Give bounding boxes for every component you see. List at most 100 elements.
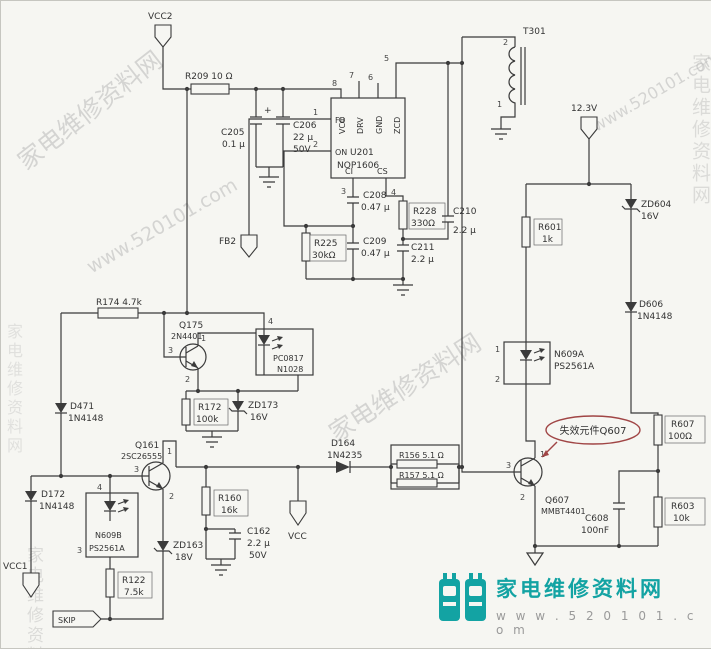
component-ref: ZD163 [173, 541, 203, 551]
component-ref: T301 [522, 27, 546, 37]
label-box [117, 571, 153, 599]
component-ref: Q175 [179, 321, 203, 331]
ic-pin-label: VCC [338, 117, 347, 134]
net-flag-vcc: VCC [288, 500, 307, 542]
net-label: SKIP [58, 616, 76, 625]
pin-number: 1 [495, 345, 500, 354]
component-value: 2.2 μ [411, 255, 434, 265]
pin-number: 4 [268, 317, 273, 326]
component-value: 50V [249, 551, 267, 561]
component-ref: R172 [198, 403, 221, 413]
pin-number: 1 [540, 450, 545, 459]
pin-number: 2 [495, 375, 500, 384]
ground-symbol [393, 284, 413, 296]
arrow-head [123, 499, 129, 504]
component-ref: D471 [70, 402, 94, 412]
capacitor-c210: C210 2.2 μ [442, 207, 477, 236]
component-ref: C608 [585, 514, 609, 524]
zener-bar [228, 407, 248, 415]
net-label: VCC2 [148, 12, 172, 22]
net-flag-vcc2: VCC2 [148, 12, 172, 48]
capacitor-c206: + C206 22 μ 50V [264, 106, 317, 155]
opto-body [85, 492, 139, 558]
net-label: 12.3V [571, 104, 598, 114]
resistor-pair-r156-r157: R156 5.1 Ω R157 5.1 Ω [390, 444, 460, 490]
component-part: 1N4148 [68, 414, 104, 424]
component-ref: C205 [221, 128, 244, 138]
callout-arrow-head [542, 450, 549, 457]
ground-triangle [525, 552, 545, 567]
diode-triangle [232, 401, 244, 411]
component-label: R156 5.1 Ω [399, 451, 444, 460]
label-box [193, 398, 229, 426]
component-value: 10k [673, 514, 690, 524]
net-label: VCC1 [3, 562, 27, 572]
net-flag-shape [52, 610, 102, 628]
emitter-arrow [528, 479, 535, 486]
resistor-r160: R160 16k [201, 486, 249, 517]
net-flag-shape [22, 572, 40, 598]
ground-symbol [211, 564, 231, 576]
component-value: 22 μ [293, 133, 313, 143]
component-value: 16V [641, 212, 659, 222]
transistor-circle [513, 457, 543, 487]
pin-number: 4 [97, 483, 102, 492]
component-value: 1k [542, 235, 554, 245]
ic-pin-label: DRV [356, 117, 365, 134]
pin-number: 2 [520, 493, 525, 502]
ic-pin-label: CS [377, 167, 388, 176]
wire [461, 36, 521, 473]
capacitor-c162: C162 2.2 μ 50V [229, 527, 270, 561]
component-value: 16V [250, 413, 268, 423]
diode-triangle [25, 491, 37, 501]
component-value: 0.47 μ [361, 249, 390, 259]
resistor-body [97, 307, 139, 319]
capacitor-c208: C208 0.47 μ [347, 191, 390, 213]
component-ref: R122 [122, 576, 145, 586]
resistor-r607: R607 100Ω [653, 414, 706, 446]
pin-number: 3 [506, 461, 511, 470]
component-ref: C208 [363, 191, 387, 201]
component-value: 100k [196, 415, 219, 425]
pin-number: 3 [168, 346, 173, 355]
capacitor-plates [613, 502, 625, 510]
capacitor-plates [397, 244, 409, 252]
component-part: MMBT4401 [541, 507, 586, 516]
component-ref: C211 [411, 243, 434, 253]
component-ref: R603 [671, 502, 694, 512]
site-logo: 家电维修资料网 w w w . 5 2 0 1 0 1 . c o m [439, 573, 711, 637]
resistor-body [521, 216, 531, 248]
diode-d164: D164 1N4235 [327, 439, 362, 473]
failure-callout: 失效元件Q607 [541, 415, 641, 458]
component-value: 2.2 μ [247, 539, 270, 549]
net-flag-shape [154, 24, 172, 48]
pin-number: 6 [368, 73, 373, 82]
resistor-body [396, 459, 438, 469]
component-part: 1N4148 [637, 312, 673, 322]
component-ref: D606 [639, 300, 663, 310]
pin-number: 3 [134, 465, 139, 474]
logo-tile [465, 573, 486, 621]
label-box [533, 218, 563, 246]
arrow-head [123, 507, 129, 512]
winding-coil [508, 46, 516, 107]
wire [162, 47, 342, 313]
transistor-circle [179, 343, 207, 371]
callout-text: 失效元件Q607 [560, 424, 627, 437]
component-label: R174 4.7k [96, 298, 143, 308]
label-box [664, 415, 706, 444]
zener-zd163: ZD163 18V [153, 541, 203, 563]
resistor-body [653, 414, 663, 446]
pin-number: 2 [169, 492, 174, 501]
diode-triangle [55, 403, 67, 413]
site-name: 家电维修资料网 [496, 577, 664, 601]
component-ref: N609B [95, 531, 122, 540]
component-ref: C162 [247, 527, 270, 537]
component-ref: ZD173 [248, 401, 278, 411]
component-ref: R607 [671, 420, 694, 430]
pin-number: 2 [503, 38, 508, 47]
component-part: 1N4148 [39, 502, 75, 512]
capacitor-plates [347, 242, 359, 250]
component-label: R209 10 Ω [185, 72, 233, 82]
